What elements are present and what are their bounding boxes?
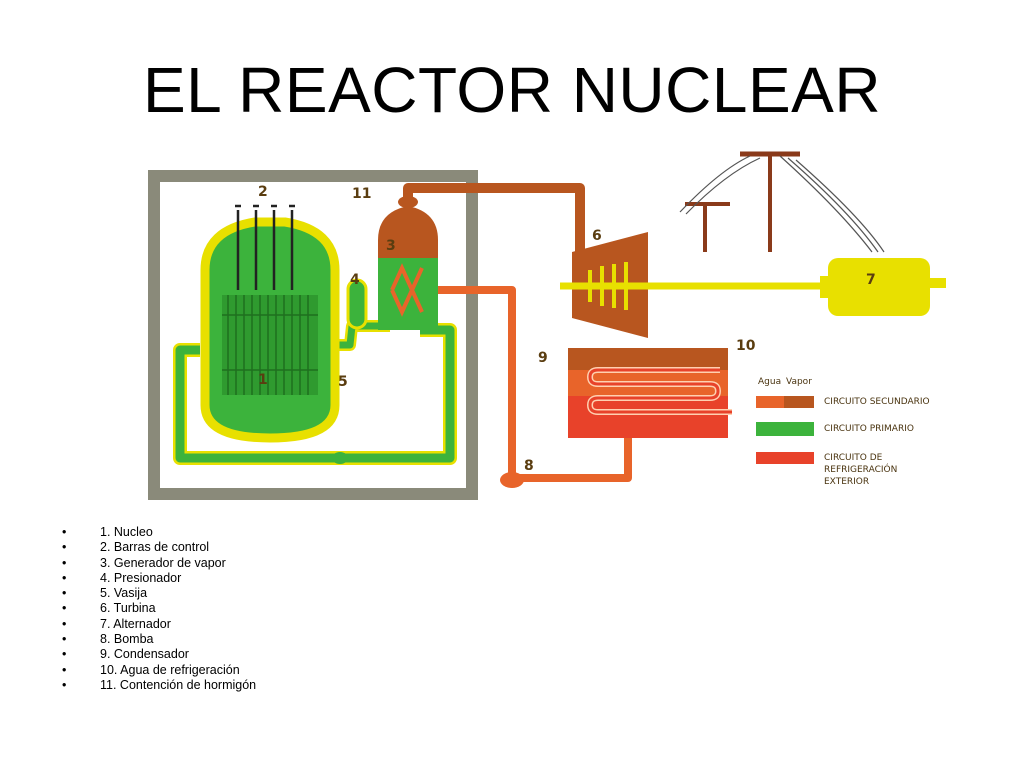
- key-label-cooling-3: EXTERIOR: [824, 477, 869, 487]
- power-lines: [679, 151, 885, 253]
- legend-item: •1. Nucleo: [62, 525, 153, 539]
- pressurizer: [346, 278, 368, 330]
- label-component-9: 9: [538, 350, 548, 366]
- reactor-diagram: Agua Vapor CIRCUITO SECUNDARIO CIRCUITO …: [148, 151, 946, 500]
- control-rods: [235, 204, 295, 290]
- legend-item-text: 3. Generador de vapor: [100, 555, 226, 570]
- circuit-key: [756, 396, 814, 464]
- legend-item: •2. Barras de control: [62, 540, 210, 555]
- label-component-6: 6: [592, 228, 602, 244]
- label-component-2: 2: [258, 184, 268, 200]
- legend-item: •5. Vasija: [62, 586, 148, 601]
- primary-circuit-pipes: [173, 320, 457, 465]
- legend-item-text: 4. Presionador: [100, 570, 182, 585]
- feedwater-line: [438, 286, 632, 488]
- condenser: [568, 348, 732, 438]
- steam-generator: [378, 196, 438, 330]
- legend-item: •8. Bomba: [62, 632, 154, 647]
- legend-item-text: 9. Condensador: [100, 647, 189, 662]
- label-component-10: 10: [736, 338, 756, 354]
- label-component-8: 8: [524, 458, 534, 474]
- legend-item: •9. Condensador: [62, 647, 189, 662]
- label-component-11: 11: [352, 186, 371, 202]
- legend-item: •10. Agua de refrigeración: [62, 662, 240, 677]
- steam-line: [403, 183, 585, 252]
- label-component-4: 4: [350, 272, 360, 288]
- key-label-cooling-2: REFRIGERACIÓN: [824, 463, 897, 475]
- legend-item-text: 6. Turbina: [100, 601, 156, 616]
- key-label-primary: CIRCUITO PRIMARIO: [824, 424, 914, 434]
- legend-item: •4. Presionador: [62, 570, 182, 585]
- label-component-5: 5: [338, 374, 348, 390]
- key-header-water: Agua: [758, 377, 781, 387]
- legend-item-text: 8. Bomba: [100, 632, 154, 647]
- legend-item-text: 5. Vasija: [100, 586, 148, 601]
- label-component-1: 1: [258, 372, 268, 388]
- legend-item-text: 1. Nucleo: [100, 525, 153, 539]
- legend-item: •6. Turbina: [62, 601, 156, 616]
- key-label-secondary: CIRCUITO SECUNDARIO: [824, 397, 930, 407]
- component-legend: •1. Nucleo •2. Barras de control •3. Gen…: [62, 525, 256, 693]
- alternator: [820, 258, 946, 316]
- legend-item: •3. Generador de vapor: [62, 555, 226, 570]
- turbine: [560, 232, 840, 338]
- legend-item: •11. Contención de hormigón: [62, 677, 257, 692]
- key-header-steam: Vapor: [786, 377, 812, 387]
- label-component-3: 3: [386, 238, 396, 254]
- page-title: EL REACTOR NUCLEAR: [142, 54, 882, 126]
- legend-item-text: 2. Barras de control: [100, 540, 210, 555]
- legend-item-text: 7. Alternador: [100, 616, 171, 631]
- legend-item-text: 10. Agua de refrigeración: [100, 662, 240, 677]
- key-label-cooling-1: CIRCUITO DE: [824, 453, 883, 463]
- reactor-vessel: [200, 217, 340, 443]
- legend-item-text: 11. Contención de hormigón: [100, 677, 257, 692]
- label-component-7: 7: [866, 272, 876, 288]
- legend-item: •7. Alternador: [62, 616, 171, 631]
